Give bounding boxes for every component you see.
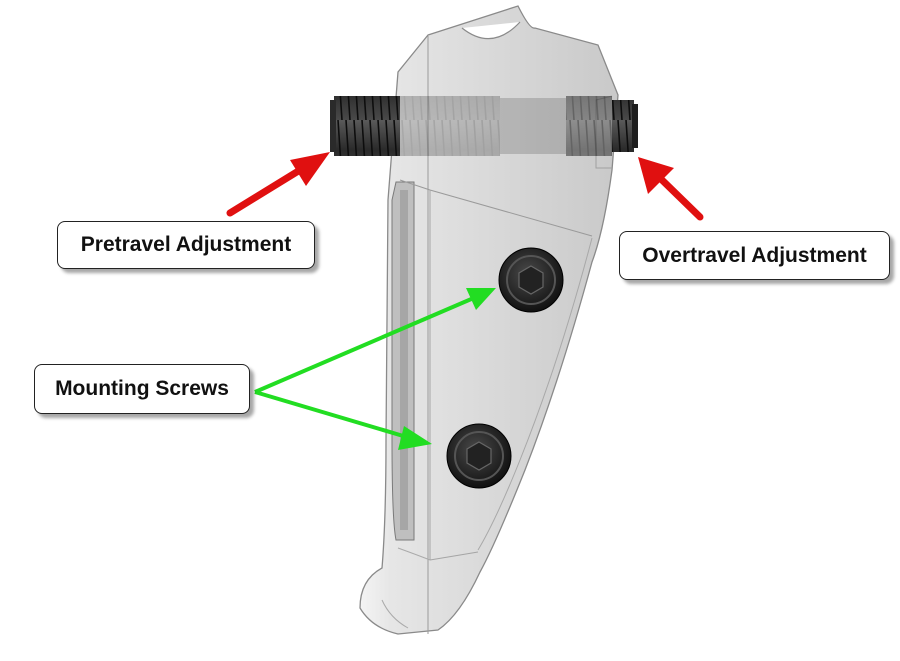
thread-end-left bbox=[330, 100, 336, 152]
mounting-screw-lower bbox=[446, 423, 512, 489]
thread-mid-a bbox=[400, 96, 500, 156]
red-arrow-icon bbox=[638, 157, 704, 221]
mounting-screw-upper bbox=[498, 247, 564, 313]
thread-mid-b bbox=[500, 98, 566, 154]
thread-right-b bbox=[612, 100, 634, 152]
overtravel-adjustment-label: Overtravel Adjustment bbox=[619, 231, 890, 280]
facet-line bbox=[397, 547, 431, 561]
facet-line bbox=[429, 551, 479, 561]
facet-line bbox=[381, 599, 409, 629]
red-arrow-icon bbox=[226, 152, 330, 217]
trigger-body bbox=[359, 5, 619, 635]
facet-line bbox=[477, 237, 593, 551]
green-arrow-icon bbox=[254, 390, 432, 450]
thread-left bbox=[334, 96, 400, 156]
trigger-outline bbox=[359, 5, 619, 635]
thread-right-a bbox=[566, 96, 612, 156]
mounting-screws-label: Mounting Screws bbox=[34, 364, 250, 414]
trigger-notch bbox=[461, 21, 521, 40]
green-arrow-icon bbox=[254, 288, 496, 394]
thread-end-right bbox=[632, 104, 638, 148]
pretravel-adjustment-label: Pretravel Adjustment bbox=[57, 221, 315, 269]
adjustment-screw bbox=[330, 96, 638, 156]
trigger-face-shadow bbox=[400, 190, 408, 530]
